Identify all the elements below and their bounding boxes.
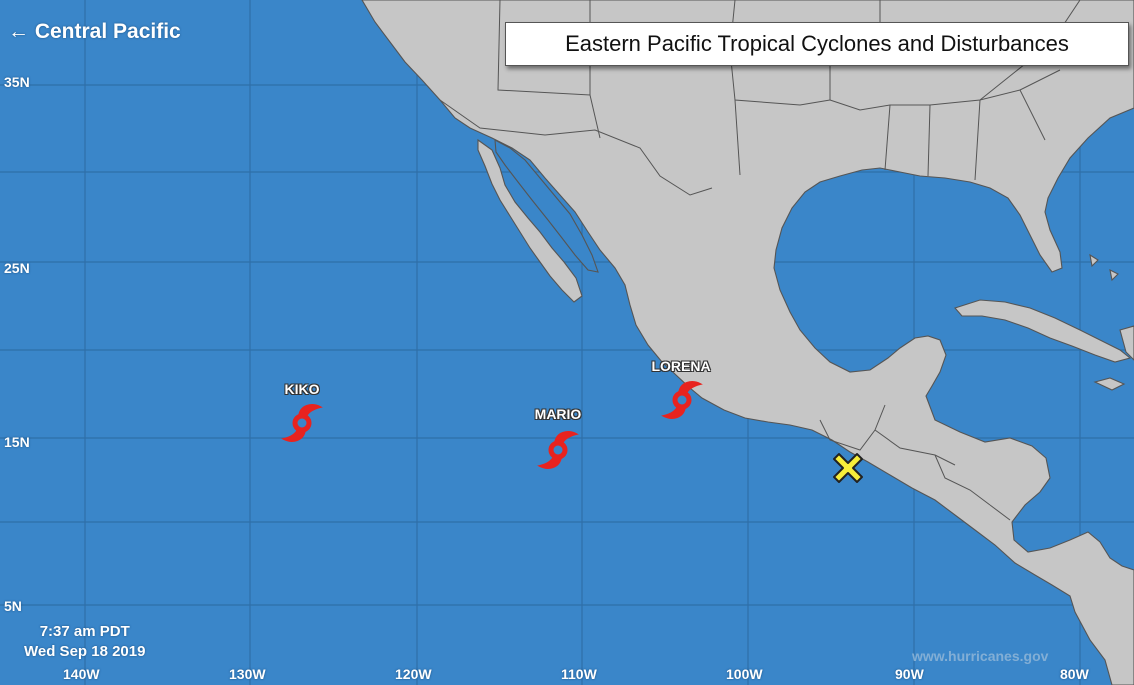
lat-label: 15N bbox=[4, 434, 30, 450]
issue-timestamp: 7:37 am PDT Wed Sep 18 2019 bbox=[24, 622, 145, 662]
gulf-of-california bbox=[494, 139, 599, 273]
lon-label: 100W bbox=[726, 666, 763, 682]
lon-label: 80W bbox=[1060, 666, 1089, 682]
baja-california bbox=[477, 138, 583, 303]
watermark: www.hurricanes.gov bbox=[912, 648, 1049, 664]
storm-label-lorena[interactable]: LORENA bbox=[651, 358, 711, 374]
tropical-storm-icon[interactable] bbox=[537, 431, 579, 469]
lon-label: 140W bbox=[63, 666, 100, 682]
timestamp-time: 7:37 am PDT bbox=[39, 623, 130, 640]
lon-label: 120W bbox=[395, 666, 432, 682]
tropical-storm-icon[interactable] bbox=[281, 404, 323, 442]
map-title: Eastern Pacific Tropical Cyclones and Di… bbox=[505, 22, 1129, 66]
timestamp-date: Wed Sep 18 2019 bbox=[24, 643, 146, 660]
lon-label: 90W bbox=[895, 666, 924, 682]
lat-label: 5N bbox=[4, 598, 22, 614]
storm-label-mario[interactable]: MARIO bbox=[534, 406, 582, 422]
bahamas bbox=[1089, 253, 1119, 282]
disturbance-x-icon[interactable] bbox=[833, 453, 863, 483]
jamaica bbox=[1093, 377, 1126, 391]
lon-label: 130W bbox=[229, 666, 266, 682]
central-pacific-link[interactable]: ← Central Pacific bbox=[8, 20, 181, 43]
cuba bbox=[954, 299, 1132, 363]
lat-label: 25N bbox=[4, 260, 30, 276]
lon-label: 110W bbox=[561, 666, 597, 682]
land bbox=[361, 0, 1134, 685]
lat-label: 35N bbox=[4, 74, 30, 90]
hispaniola bbox=[1119, 325, 1134, 361]
north-america bbox=[361, 0, 1134, 685]
tropical-storm-icon[interactable] bbox=[661, 381, 703, 419]
storm-label-kiko[interactable]: KIKO bbox=[284, 381, 320, 397]
